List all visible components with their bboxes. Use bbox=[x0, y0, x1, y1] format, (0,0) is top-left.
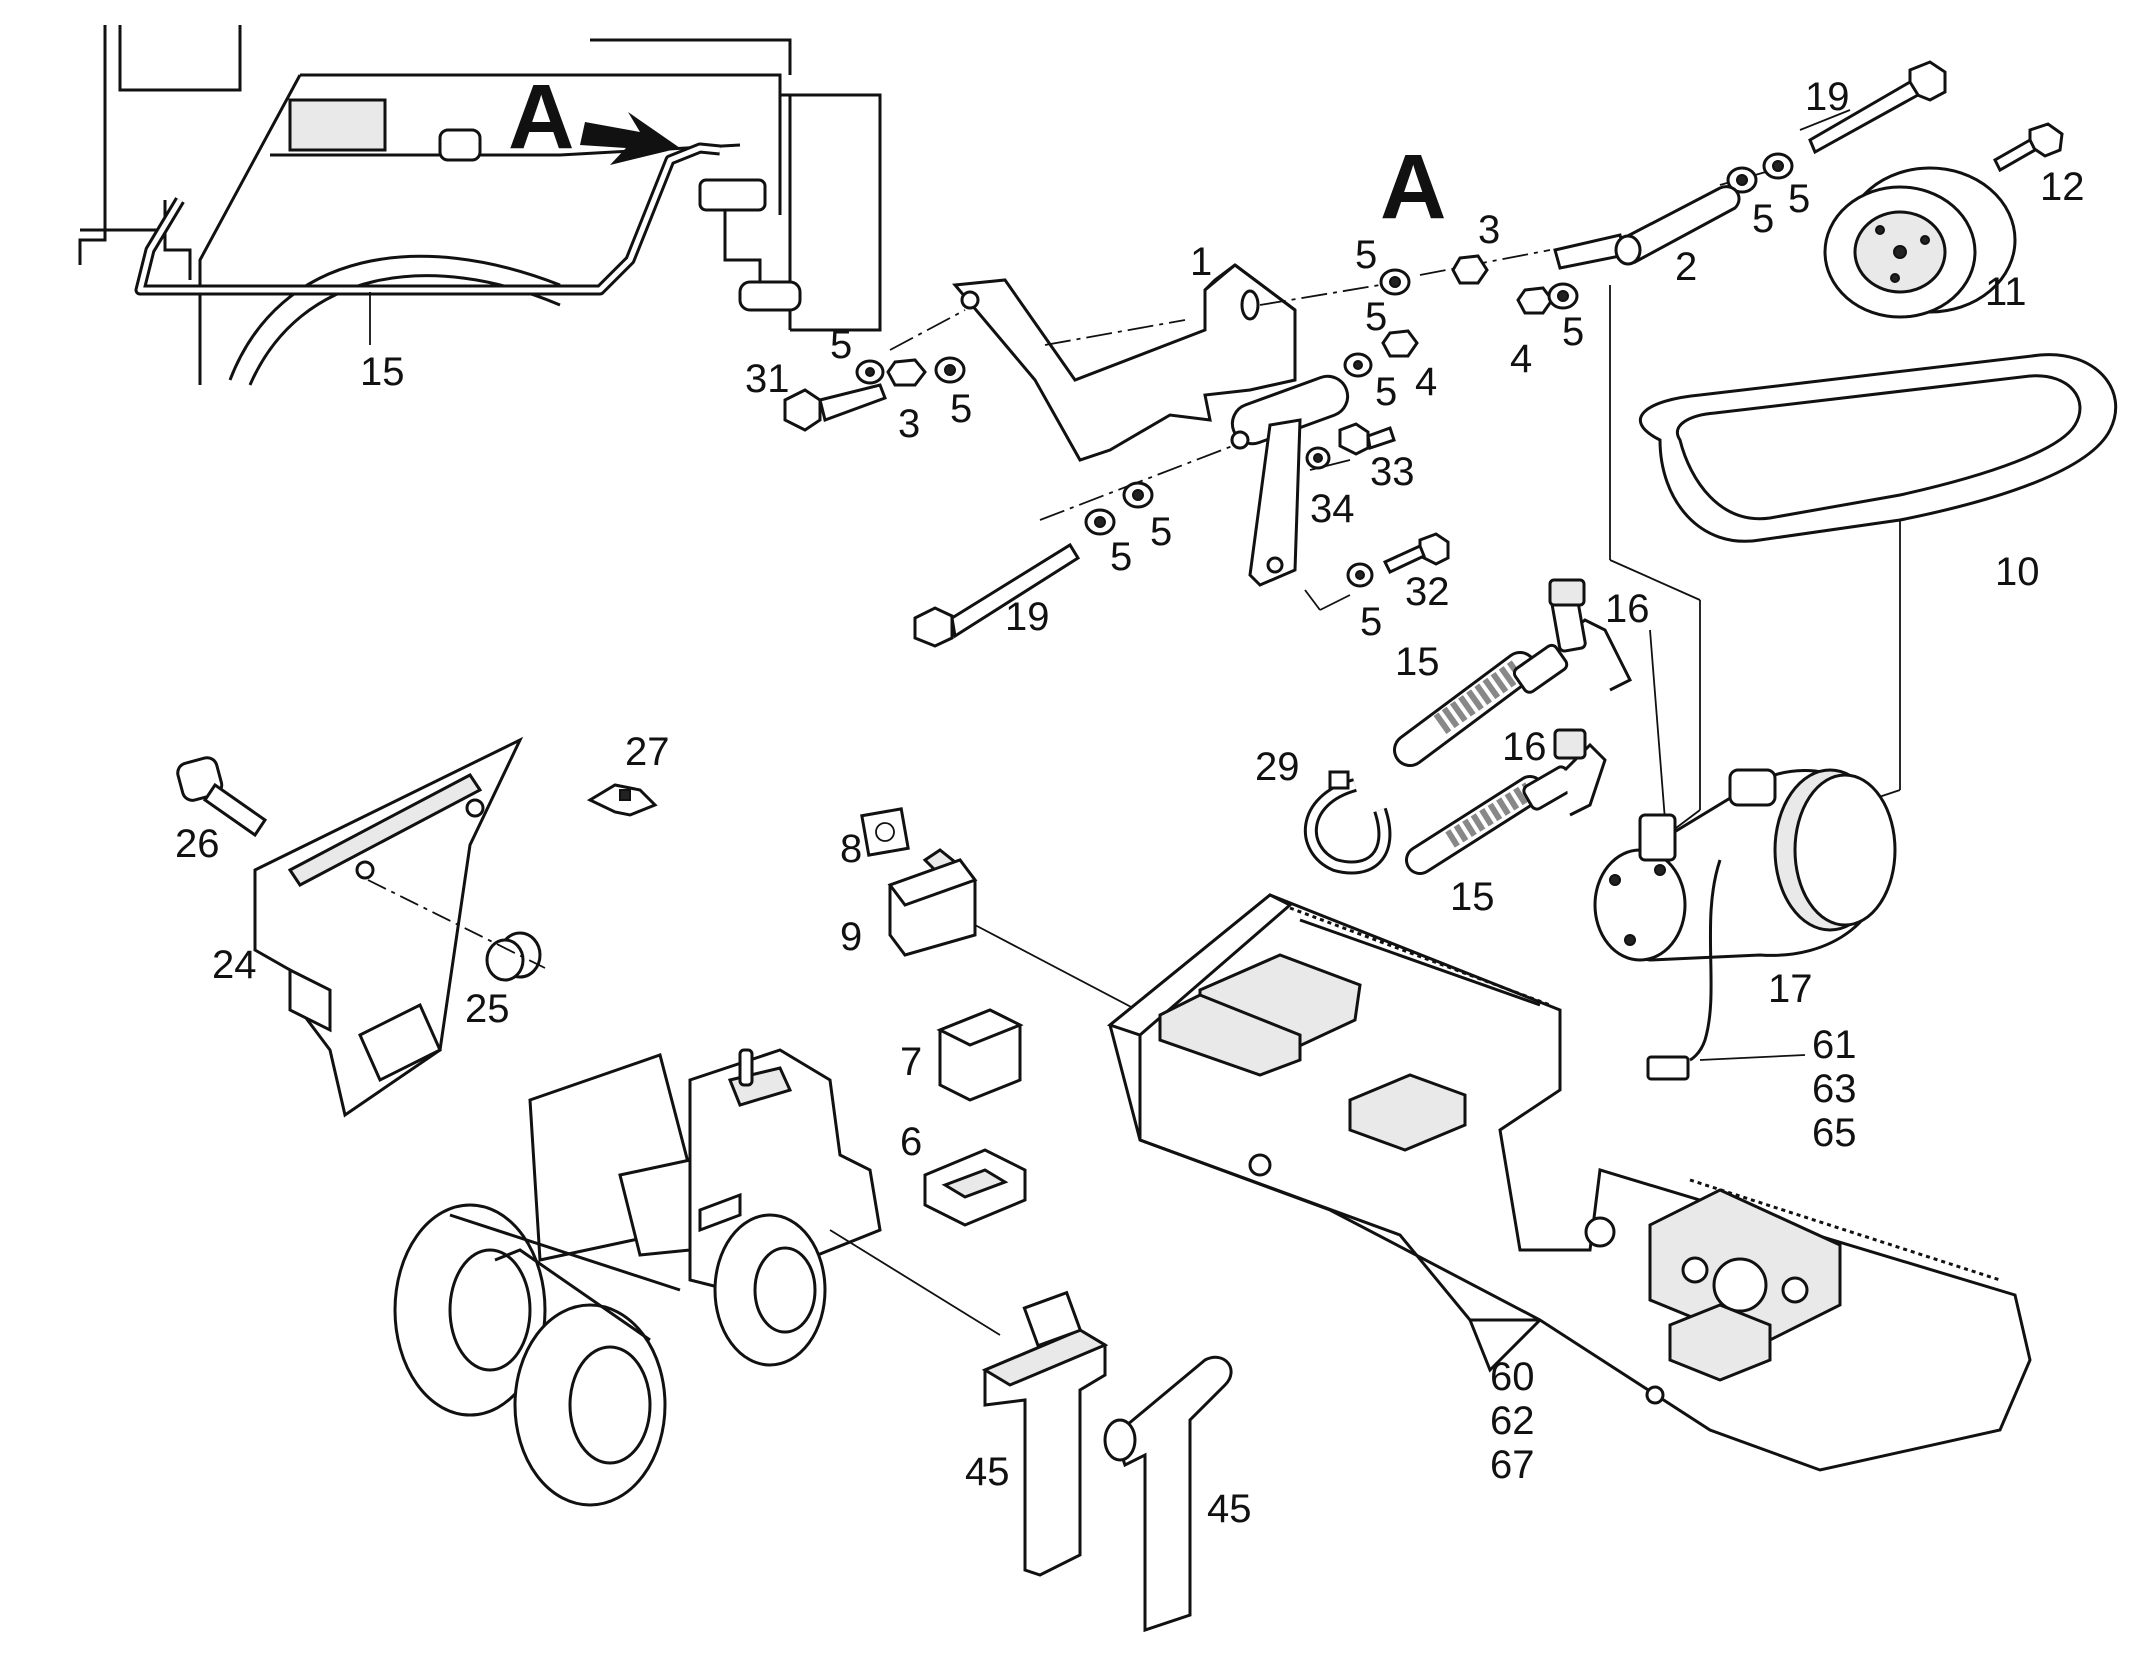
bolt-19-lower bbox=[913, 542, 1081, 648]
label-29: 29 bbox=[1255, 745, 1300, 789]
label-16-upper: 16 bbox=[1605, 587, 1650, 631]
spacer-25 bbox=[485, 931, 542, 982]
label-15-upper: 15 bbox=[1395, 640, 1440, 684]
threaded-stud bbox=[1553, 185, 1741, 270]
handle-45-left bbox=[981, 1290, 1109, 1577]
bolt-26 bbox=[176, 756, 268, 838]
label-5-a: 5 bbox=[1355, 233, 1377, 277]
belt-10 bbox=[1638, 353, 2117, 543]
label-19-bottom: 19 bbox=[1005, 595, 1050, 639]
bolt-32 bbox=[1382, 532, 1450, 574]
label-7: 7 bbox=[900, 1040, 922, 1084]
label-6: 6 bbox=[900, 1120, 922, 1164]
label-31: 31 bbox=[745, 357, 790, 401]
label-2: 2 bbox=[1675, 245, 1697, 289]
hose-upper bbox=[1393, 578, 1633, 767]
clip-29 bbox=[1303, 770, 1392, 875]
instrument-panel bbox=[1106, 893, 2032, 1472]
label-5-k: 5 bbox=[1365, 295, 1387, 339]
alignment-24-25 bbox=[367, 879, 546, 969]
bracket-1 bbox=[952, 263, 1350, 587]
handle-45-right bbox=[1103, 1355, 1233, 1633]
label-4-top: 4 bbox=[1510, 337, 1532, 381]
clip-27 bbox=[586, 783, 658, 817]
label-5-c: 5 bbox=[950, 387, 972, 431]
bracket-24 bbox=[253, 736, 524, 1118]
label-5-b: 5 bbox=[830, 323, 852, 367]
label-45-left: 45 bbox=[965, 1450, 1010, 1494]
bolt-12 bbox=[1993, 122, 2064, 173]
section-label-a: A bbox=[1380, 136, 1446, 238]
label-12: 12 bbox=[2040, 165, 2085, 209]
view-arrow: A bbox=[508, 66, 680, 168]
label-60: 60 bbox=[1490, 1355, 1535, 1399]
label-16-lower: 16 bbox=[1502, 725, 1547, 769]
hose-routing-15 bbox=[134, 142, 721, 345]
label-34: 34 bbox=[1310, 487, 1355, 531]
label-62: 62 bbox=[1490, 1399, 1535, 1443]
bolt-33 bbox=[1338, 422, 1396, 456]
hose-lower bbox=[1405, 728, 1607, 875]
compressor-17 bbox=[1593, 768, 1897, 1081]
label-1: 1 bbox=[1190, 240, 1212, 284]
switch-9 bbox=[887, 848, 978, 957]
label-3-top: 3 bbox=[1478, 208, 1500, 252]
leader-61 bbox=[1699, 1054, 1806, 1061]
label-4-mid: 4 bbox=[1415, 360, 1437, 404]
label-5-i: 5 bbox=[1752, 197, 1774, 241]
relay-base-6 bbox=[923, 1148, 1027, 1227]
label-3-left: 3 bbox=[898, 402, 920, 446]
callout-labels: 1 2 3 3 4 4 5 5 5 5 5 5 5 5 5 5 5 6 7 8 … bbox=[175, 75, 2085, 1531]
washers-and-nuts bbox=[855, 152, 1794, 588]
tractor-overview bbox=[393, 1048, 1001, 1507]
label-33: 33 bbox=[1370, 450, 1415, 494]
view-label-a: A bbox=[508, 66, 574, 168]
label-32: 32 bbox=[1405, 570, 1450, 614]
label-65: 65 bbox=[1812, 1111, 1857, 1155]
label-10: 10 bbox=[1995, 550, 2040, 594]
label-5-f: 5 bbox=[1110, 535, 1132, 579]
label-63: 63 bbox=[1812, 1067, 1857, 1111]
label-15-cab: 15 bbox=[360, 350, 405, 394]
label-19-top: 19 bbox=[1805, 75, 1850, 119]
label-26: 26 bbox=[175, 822, 220, 866]
label-11: 11 bbox=[1985, 270, 2027, 314]
symbol-8 bbox=[860, 807, 910, 857]
label-5-j: 5 bbox=[1788, 177, 1810, 221]
label-8: 8 bbox=[840, 827, 862, 871]
pulley-11 bbox=[1823, 166, 2017, 319]
label-5-h: 5 bbox=[1360, 600, 1382, 644]
label-61: 61 bbox=[1812, 1023, 1857, 1067]
label-67: 67 bbox=[1490, 1443, 1535, 1487]
label-15-lower: 15 bbox=[1450, 875, 1495, 919]
label-5-e: 5 bbox=[1375, 370, 1397, 414]
bolt-19-upper bbox=[1808, 60, 1947, 155]
label-25: 25 bbox=[465, 987, 510, 1031]
label-5-g: 5 bbox=[1150, 510, 1172, 554]
label-24: 24 bbox=[212, 943, 257, 987]
label-9: 9 bbox=[840, 915, 862, 959]
label-5-d: 5 bbox=[1562, 310, 1584, 354]
label-45-right: 45 bbox=[1207, 1487, 1252, 1531]
label-17: 17 bbox=[1768, 967, 1813, 1011]
relay-7 bbox=[936, 1008, 1024, 1102]
bolt-31 bbox=[783, 383, 887, 432]
label-27: 27 bbox=[625, 730, 670, 774]
cab-detail-view bbox=[78, 25, 882, 386]
